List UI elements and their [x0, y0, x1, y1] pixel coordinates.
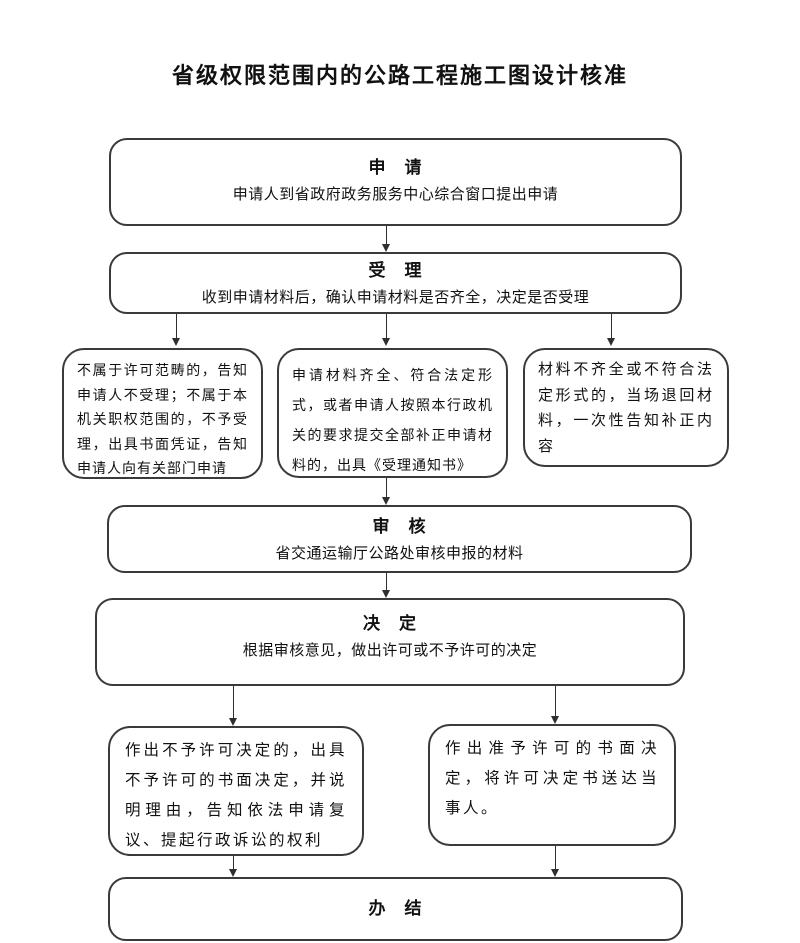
- flow-node-grant-body: 作出准予许可的书面决定，将许可决定书送达当事人。: [445, 740, 659, 817]
- flow-node-accept-title: 受 理: [368, 261, 423, 280]
- flow-node-decide-body: 根据审核意见，做出许可或不予许可的决定: [242, 643, 538, 659]
- flow-node-apply-body: 申请人到省政府政务服务中心综合窗口提出申请: [232, 187, 559, 203]
- page-title: 省级权限范围内的公路工程施工图设计核准: [171, 63, 628, 88]
- arrow-accept-to-return: [607, 314, 616, 346]
- flow-node-reject-body: 不属于许可范畴的，告知申请人不受理；不属于本机关职权范围的，不予受理，出具书面凭…: [77, 364, 248, 477]
- arrow-notice-to-review: [382, 478, 391, 505]
- arrow-decide-to-grant: [551, 686, 560, 724]
- flow-node-apply-title: 申 请: [368, 158, 423, 177]
- arrow-accept-to-notice: [382, 314, 391, 346]
- arrow-deny-to-complete: [229, 856, 238, 877]
- flow-node-accept: 受 理 收到申请材料后，确认申请材料是否齐全，决定是否受理: [109, 252, 682, 314]
- arrow-apply-to-accept: [382, 226, 391, 252]
- arrow-grant-to-complete: [551, 846, 560, 877]
- flow-node-apply: 申 请 申请人到省政府政务服务中心综合窗口提出申请: [109, 138, 682, 226]
- flow-node-deny-body: 作出不予许可决定的，出具不予许可的书面决定，并说明理由，告知依法申请复议、提起行…: [125, 742, 347, 849]
- flow-node-decide: 决 定 根据审核意见，做出许可或不予许可的决定: [95, 598, 685, 686]
- arrow-review-to-decide: [382, 573, 391, 598]
- flow-node-review: 审 核 省交通运输厅公路处审核申报的材料: [107, 505, 692, 573]
- flow-node-return-materials: 材料不齐全或不符合法定形式的，当场退回材料，一次性告知补正内容: [523, 348, 729, 467]
- flow-node-review-body: 省交通运输厅公路处审核申报的材料: [275, 546, 524, 562]
- flow-node-review-title: 审 核: [372, 517, 427, 536]
- flow-node-grant: 作出准予许可的书面决定，将许可决定书送达当事人。: [428, 724, 676, 846]
- flow-node-return-materials-body: 材料不齐全或不符合法定形式的，当场退回材料，一次性告知补正内容: [538, 362, 714, 455]
- flow-node-deny: 作出不予许可决定的，出具不予许可的书面决定，并说明理由，告知依法申请复议、提起行…: [108, 726, 364, 856]
- flow-node-complete-title: 办 结: [368, 899, 423, 918]
- flow-node-reject: 不属于许可范畴的，告知申请人不受理；不属于本机关职权范围的，不予受理，出具书面凭…: [62, 348, 263, 479]
- arrow-accept-to-reject: [172, 314, 181, 346]
- arrow-decide-to-deny: [229, 686, 238, 726]
- flow-node-complete: 办 结: [108, 877, 683, 941]
- flow-node-accept-body: 收到申请材料后，确认申请材料是否齐全，决定是否受理: [201, 290, 590, 306]
- flow-node-accept-notice: 申请材料齐全、符合法定形式，或者申请人按照本行政机关的要求提交全部补正申请材料的…: [277, 348, 508, 478]
- flow-node-accept-notice-body: 申请材料齐全、符合法定形式，或者申请人按照本行政机关的要求提交全部补正申请材料的…: [292, 369, 493, 474]
- flow-node-decide-title: 决 定: [363, 614, 417, 633]
